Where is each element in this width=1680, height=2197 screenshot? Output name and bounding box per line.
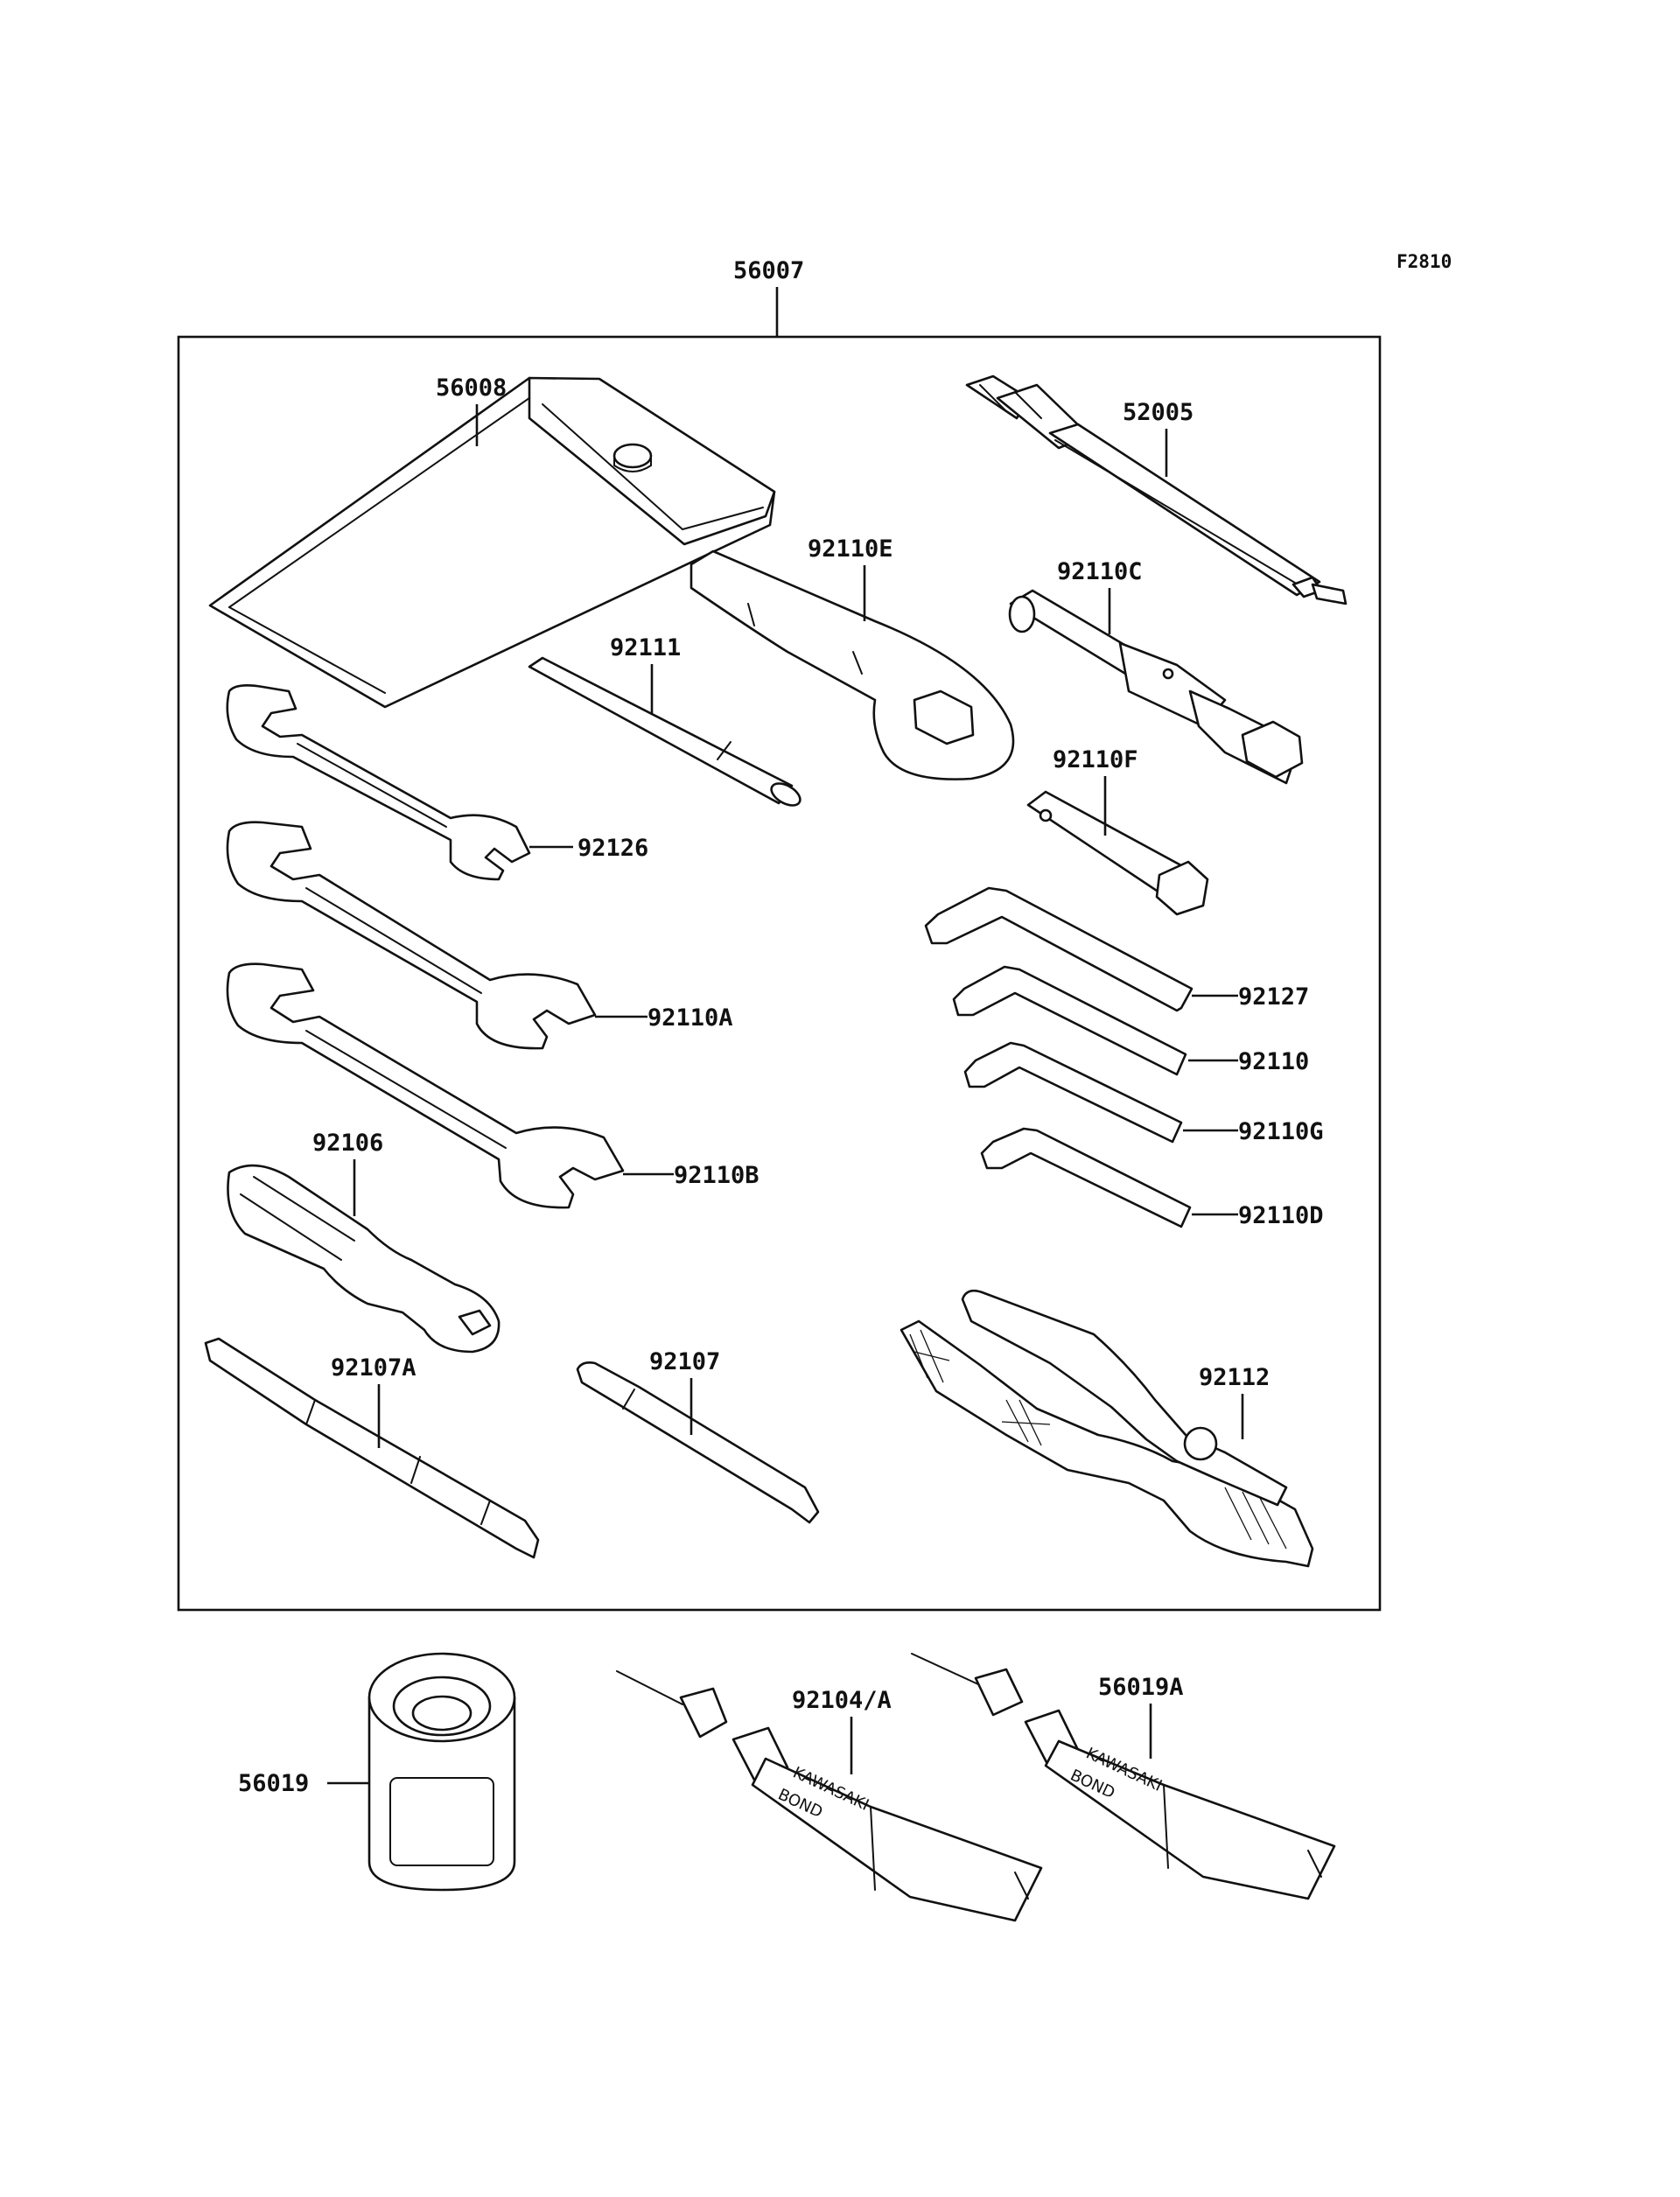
socket-wrench-f-drawing	[1026, 790, 1209, 916]
part-number-92107: 92107	[649, 1348, 720, 1375]
kit-frame	[177, 335, 1382, 1612]
diagram-reference-code: F2810	[1396, 251, 1452, 272]
callout-92107: 92107	[649, 1348, 720, 1435]
callout-56008: 56008	[436, 374, 507, 446]
hex-key-2-drawing	[952, 965, 1187, 1076]
callout-56019: 56019	[238, 1770, 369, 1797]
part-number-kit: 56007	[733, 257, 804, 284]
part-number-92126: 92126	[578, 835, 648, 862]
callout-92110g: 92110G	[1183, 1118, 1324, 1145]
part-number-92110b: 92110B	[674, 1162, 760, 1189]
hex-key-3-drawing	[963, 1041, 1183, 1144]
callout-92112: 92112	[1199, 1364, 1270, 1439]
callout-52005: 52005	[1123, 399, 1194, 477]
kit-callout: 56007	[733, 257, 804, 337]
part-number-92112: 92112	[1199, 1364, 1270, 1391]
part-number-92107a: 92107A	[331, 1354, 416, 1382]
part-number-92106: 92106	[312, 1130, 383, 1157]
part-number-56019a: 56019A	[1098, 1674, 1184, 1701]
callout-92104a: 92104/A	[792, 1687, 892, 1774]
part-number-92110c: 92110C	[1057, 558, 1143, 585]
callout-92110f: 92110F	[1053, 746, 1138, 836]
oil-can-drawing	[368, 1652, 516, 1892]
part-number-92127: 92127	[1238, 983, 1309, 1011]
part-number-92110d: 92110D	[1238, 1202, 1324, 1229]
part-number-92110e: 92110E	[808, 535, 893, 563]
part-number-92110f: 92110F	[1053, 746, 1138, 773]
callout-92106: 92106	[312, 1130, 383, 1216]
part-number-92104a: 92104/A	[792, 1687, 892, 1714]
part-number-56008: 56008	[436, 374, 507, 402]
part-number-92110g: 92110G	[1238, 1118, 1324, 1145]
callout-92110c: 92110C	[1057, 558, 1143, 634]
pliers-drawing	[900, 1289, 1314, 1568]
open-end-wrench-small-drawing	[226, 684, 531, 881]
callout-92110d: 92110D	[1192, 1202, 1324, 1229]
callout-92127: 92127	[1192, 983, 1309, 1011]
part-number-92111: 92111	[610, 634, 681, 661]
hex-key-1-drawing	[924, 886, 1194, 1012]
callout-92110e: 92110E	[808, 535, 893, 621]
part-number-92110a: 92110A	[648, 1004, 733, 1032]
screwdriver-handle-drawing	[227, 1164, 500, 1354]
box-wrench-e-drawing	[690, 549, 1015, 780]
callout-92110: 92110	[1188, 1048, 1309, 1075]
callout-92110a: 92110A	[595, 1004, 733, 1032]
valve-tool-drawing	[965, 374, 1348, 605]
tool-bag-drawing	[208, 376, 776, 709]
callout-92126: 92126	[529, 835, 648, 862]
open-end-wrench-b-drawing	[226, 962, 625, 1209]
hex-key-4-drawing	[980, 1127, 1192, 1228]
callout-92107a: 92107A	[331, 1354, 416, 1448]
screwdriver-bit-a-drawing	[204, 1337, 540, 1559]
extension-bar-drawing	[528, 656, 802, 807]
screwdriver-bit-drawing	[576, 1361, 820, 1524]
open-end-wrench-a-drawing	[226, 821, 597, 1050]
part-number-56019: 56019	[238, 1770, 309, 1797]
callout-56019a: 56019A	[1098, 1674, 1184, 1759]
socket-wrench-c-drawing	[1008, 589, 1304, 785]
part-number-92110: 92110	[1238, 1048, 1309, 1075]
callout-92110b: 92110B	[623, 1162, 760, 1189]
part-number-52005: 52005	[1123, 399, 1194, 426]
callout-92111: 92111	[610, 634, 681, 713]
